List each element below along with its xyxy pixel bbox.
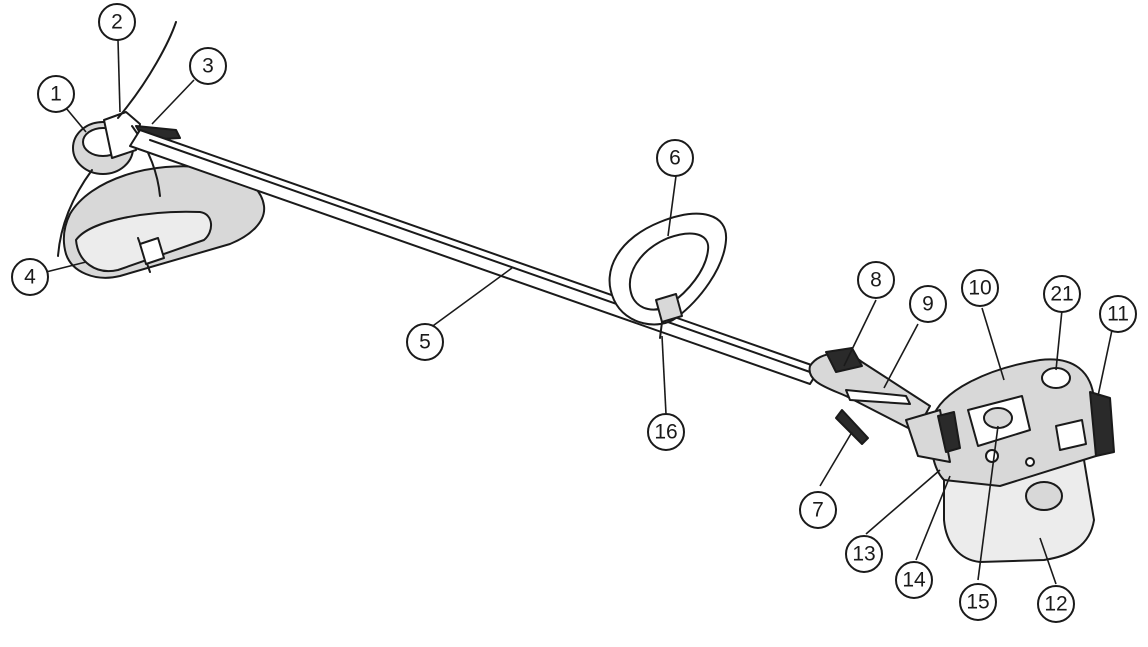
callout-number: 2 [111,11,123,34]
callout-3: 3 [189,47,227,85]
callout-number: 11 [1107,303,1129,326]
cutting-line [57,169,93,257]
callout-13: 13 [845,535,883,573]
guard-label [139,237,165,265]
starter-handle [1055,419,1087,451]
throttle-trigger [835,409,869,445]
engine-unit [905,358,1115,563]
fuel-tank-cap [1025,481,1063,511]
callout-14: 14 [895,561,933,599]
callout-11: 11 [1099,295,1137,333]
callout-8: 8 [857,261,895,299]
callout-number: 4 [24,266,36,289]
callout-number: 15 [966,591,989,614]
callout-number: 10 [968,277,991,300]
callout-2: 2 [98,3,136,41]
loop-handle [608,212,728,339]
callout-16: 16 [647,413,685,451]
callout-number: 5 [419,331,431,354]
callout-4: 4 [11,258,49,296]
callout-9: 9 [909,285,947,323]
callout-15: 15 [959,583,997,621]
spark-plug-cap [1041,367,1071,389]
callout-number: 9 [922,293,934,316]
callout-number: 7 [812,499,824,522]
cutting-line [131,125,161,197]
air-cleaner-knob [983,407,1013,429]
primer-pump [985,449,999,463]
shaft-joint-collar [937,411,961,453]
guard-inner-face [75,210,212,273]
callout-21: 21 [1043,275,1081,313]
callout-12: 12 [1037,585,1075,623]
callout-10: 10 [961,269,999,307]
choke-lever [1025,457,1035,467]
cutting-head-assembly [57,21,266,279]
callout-1: 1 [37,75,75,113]
callout-number: 21 [1050,283,1073,306]
muffler [1089,391,1115,457]
control-switch [825,347,863,373]
callout-number: 6 [669,147,681,170]
callout-number: 8 [870,269,882,292]
throttle-cable [845,389,911,405]
cutting-line [117,21,177,119]
callout-number: 12 [1044,593,1067,616]
callout-number: 16 [654,421,677,444]
callout-6: 6 [656,139,694,177]
callout-number: 1 [50,83,62,106]
callout-5: 5 [406,323,444,361]
callout-number: 3 [202,55,214,78]
throttle-grip-assembly [808,347,931,445]
handle-clamp [655,293,683,323]
callout-number: 13 [852,543,875,566]
callout-number: 14 [902,569,926,592]
leader-lines [45,39,1113,585]
callout-7: 7 [799,491,837,529]
